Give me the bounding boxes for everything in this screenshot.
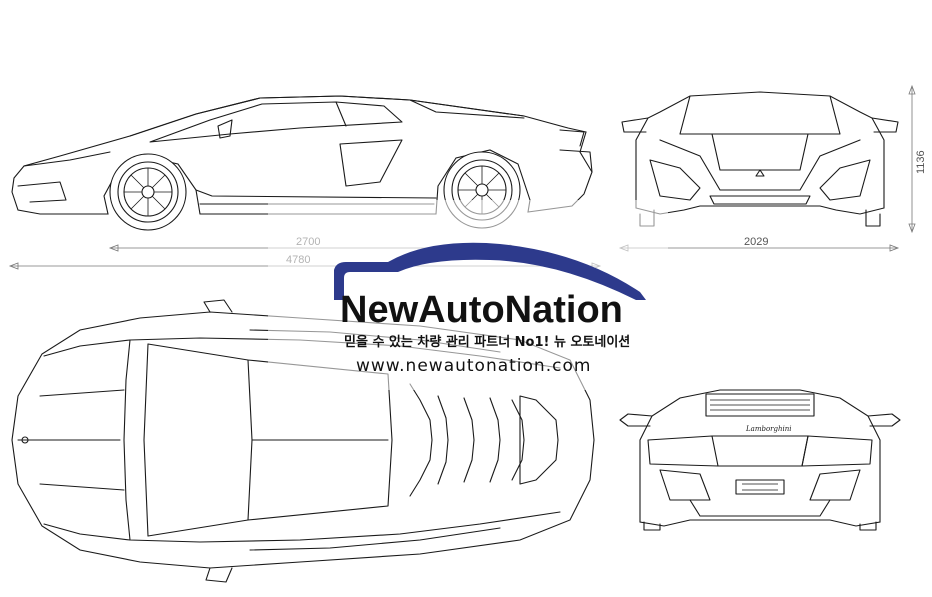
- logo-swoosh: [334, 242, 646, 300]
- brand-title: NewAutoNation: [340, 289, 623, 331]
- brand-tagline: 믿을 수 있는 차량 관리 파트너 No1! 뉴 오토네이션: [344, 334, 630, 350]
- front-wheel: [109, 153, 187, 231]
- rear-badge: Lamborghini: [745, 425, 791, 433]
- width-label: 2029: [744, 236, 768, 248]
- watermark: NewAutoNation 믿을 수 있는 차량 관리 파트너 No1! 뉴 오…: [268, 200, 668, 390]
- brand-url: www.newautonation.com: [356, 356, 591, 376]
- rear-view: Lamborghini: [619, 389, 901, 531]
- front-view: [621, 91, 899, 227]
- height-label: 1136: [915, 150, 927, 174]
